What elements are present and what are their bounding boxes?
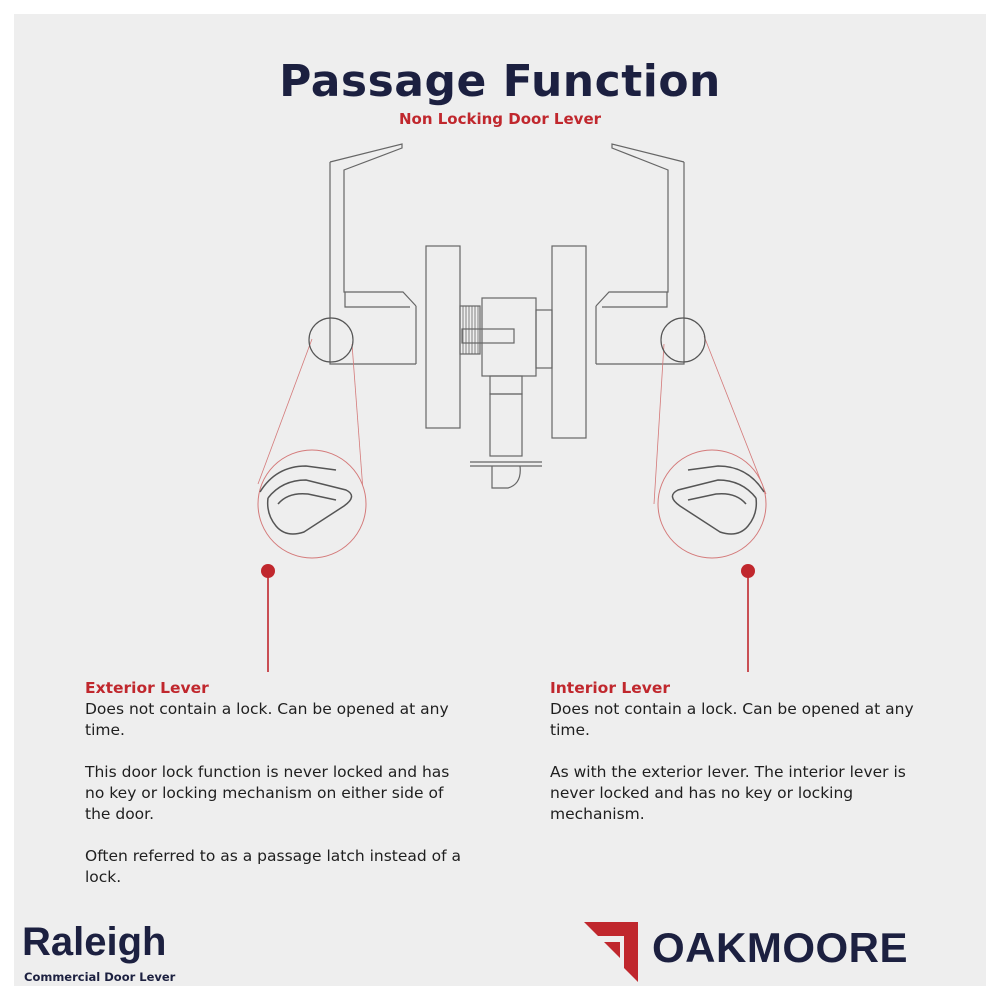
central-housing (481, 297, 537, 377)
exterior-pointer (261, 564, 275, 672)
lever-assembly (329, 143, 685, 489)
interior-rose (551, 245, 587, 439)
exterior-paragraph: This door lock function is never locked … (85, 763, 450, 823)
magnifier-connectors (257, 335, 767, 505)
exterior-lever-drawing (329, 143, 417, 365)
interior-paragraph: As with the exterior lever. The interior… (550, 763, 906, 823)
interior-heading: Interior Lever (550, 679, 671, 697)
interior-pointer (741, 564, 755, 672)
product-name: Raleigh (22, 920, 167, 964)
interior-lever-drawing (595, 143, 685, 365)
latch-bar (461, 328, 515, 344)
exterior-rose (425, 245, 461, 429)
latch-neck (489, 375, 523, 395)
interior-zoom-marker (660, 317, 706, 363)
exterior-zoom-marker (308, 317, 354, 363)
spindle (459, 305, 481, 355)
exterior-heading: Exterior Lever (85, 679, 209, 697)
interior-detail-circle (657, 449, 767, 559)
exterior-paragraph: Often referred to as a passage latch ins… (85, 847, 462, 886)
infographic-canvas: Passage Function Non Locking Door Lever (14, 14, 986, 986)
housing-collar (535, 309, 553, 369)
door-lever-diagram (257, 143, 767, 672)
latch-body (489, 393, 523, 457)
exterior-description: Exterior Lever Does not contain a lock. … (85, 678, 465, 909)
product-type: Commercial Door Lever (24, 970, 176, 984)
interior-description: Interior Lever Does not contain a lock. … (550, 678, 930, 846)
latch-bolt (491, 465, 521, 489)
exterior-paragraph: Does not contain a lock. Can be opened a… (85, 700, 449, 739)
exterior-detail-circle (257, 449, 367, 559)
oakmoore-logo-icon (584, 922, 638, 982)
interior-paragraph: Does not contain a lock. Can be opened a… (550, 700, 914, 739)
spindle-threads (462, 306, 479, 354)
logo-wordmark: OAKMOORE (652, 924, 908, 971)
page-subtitle: Non Locking Door Lever (398, 110, 602, 128)
page-title: Passage Function (279, 56, 721, 107)
